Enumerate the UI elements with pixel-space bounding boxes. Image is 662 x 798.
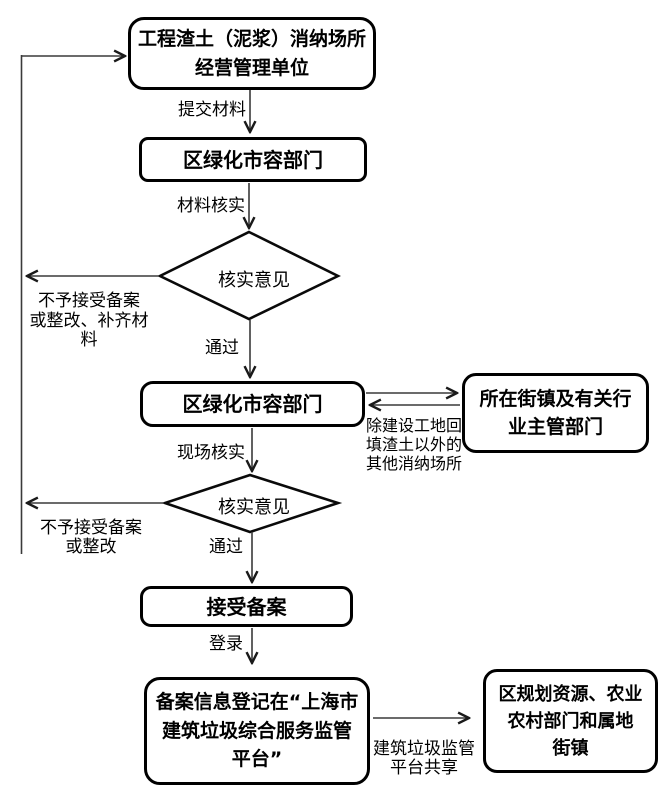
- node-planning-dept-label: 区规划资源、农业 农村部门和属地 街镇: [498, 683, 643, 759]
- edge-label-except-backfill-note: 除建设工地回 填渣土以外的 其他消纳场所: [366, 416, 463, 473]
- node-operator-unit: 工程渣土（泥浆）消纳场所 经营管理单位: [128, 17, 376, 90]
- edge-label-pass-2: 通过: [209, 537, 243, 557]
- node-street-town-dept: 所在街镇及有关行 业主管部门: [462, 373, 649, 453]
- node-district-greening-dept-2: 区绿化市容部门: [140, 381, 365, 427]
- decision-site-diamond: [160, 473, 343, 534]
- edge-label-material-check: 材料核实: [177, 196, 245, 216]
- decision-site-label: 核实意见: [218, 497, 290, 518]
- edge-label-pass-1: 通过: [205, 338, 239, 358]
- edge-label-reject-return-full: 不予接受备案 或整改、补齐材 料: [29, 291, 149, 350]
- node-accept-record: 接受备案: [140, 586, 353, 627]
- node-district-greening-dept-1-label: 区绿化市容部门: [183, 147, 323, 172]
- decision-material-label: 核实意见: [218, 270, 290, 291]
- node-platform-register-label: 备案信息登记在“上海市 建筑垃圾综合服务监管 平台”: [155, 691, 359, 771]
- node-accept-record-label: 接受备案: [206, 594, 287, 619]
- node-operator-unit-label: 工程渣土（泥浆）消纳场所 经营管理单位: [137, 28, 366, 79]
- node-planning-dept: 区规划资源、农业 农村部门和属地 街镇: [483, 669, 658, 773]
- edge-label-site-check: 现场核实: [177, 443, 245, 463]
- edge-label-submit-materials: 提交材料: [178, 100, 246, 120]
- node-district-greening-dept-1: 区绿化市容部门: [139, 137, 367, 182]
- node-street-town-dept-label: 所在街镇及有关行 业主管部门: [479, 387, 632, 439]
- edge-label-reject-return-short: 不予接受备案 或整改: [40, 518, 142, 557]
- node-platform-register: 备案信息登记在“上海市 建筑垃圾综合服务监管 平台”: [144, 677, 370, 785]
- edge-label-login: 登录: [209, 634, 243, 654]
- node-district-greening-dept-2-label: 区绿化市容部门: [182, 392, 323, 416]
- decision-material-diamond: [157, 230, 341, 321]
- edge-label-platform-share: 建筑垃圾监管 平台共享: [373, 739, 475, 778]
